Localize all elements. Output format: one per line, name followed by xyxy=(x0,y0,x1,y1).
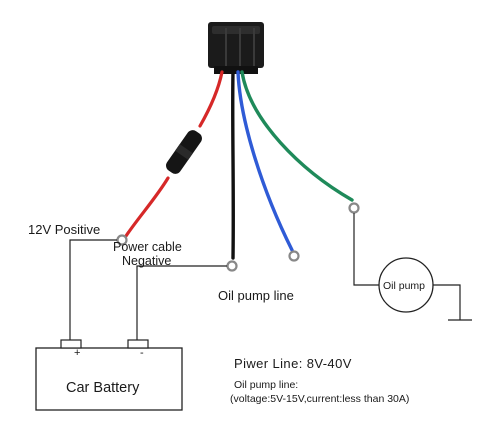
power-line-spec: Piwer Line: 8V-40V xyxy=(234,356,352,371)
ring-terminal-red xyxy=(116,234,128,246)
fuse-holder xyxy=(166,130,202,174)
black-wire xyxy=(231,70,235,260)
battery-minus-label: - xyxy=(140,347,144,359)
connector-base xyxy=(214,66,258,74)
oil-line-spec-detail: (voltage:5V-15V,current:less than 30A) xyxy=(230,393,410,405)
ring-terminal-green xyxy=(348,202,360,214)
power-cable-label: Power cable xyxy=(113,240,182,254)
battery-positive-terminal xyxy=(60,339,82,349)
green-wire xyxy=(240,70,354,202)
red-wire xyxy=(198,70,224,128)
negative-line xyxy=(136,265,227,340)
red-wire-lower xyxy=(124,176,170,238)
battery-plus-label: + xyxy=(74,347,81,359)
blue-wire xyxy=(236,70,294,252)
battery-label: Car Battery xyxy=(66,380,140,396)
oil-pump-line-label: Oil pump line xyxy=(218,288,294,303)
car-battery xyxy=(35,339,183,411)
battery-body xyxy=(35,347,183,411)
fuse-seam xyxy=(175,144,193,160)
oil-pump-symbol xyxy=(378,257,434,313)
positive-label: 12V Positive xyxy=(28,222,101,237)
oil-line-spec-title: Oil pump line: xyxy=(234,379,299,391)
ring-terminal-blue xyxy=(288,250,300,262)
oil-pump-label: Oil pump xyxy=(383,280,426,292)
connector-top-ridge xyxy=(212,26,260,34)
pump-ground-line xyxy=(433,284,461,320)
negative-label: Negative xyxy=(122,254,172,268)
pump-feed-line xyxy=(353,213,379,286)
connector-block xyxy=(208,22,264,74)
ring-terminal-black xyxy=(226,260,238,272)
positive-line xyxy=(69,239,117,340)
schematic-lines xyxy=(69,213,472,340)
battery-negative-terminal xyxy=(127,339,149,349)
